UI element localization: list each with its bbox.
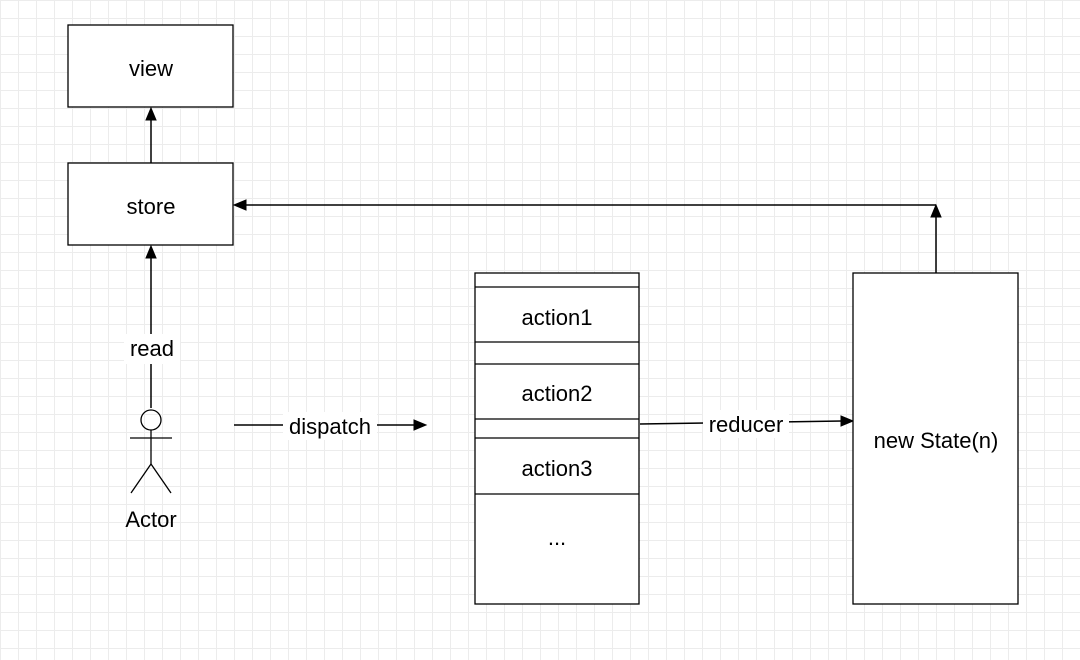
actor-node[interactable]: Actor [125, 409, 177, 532]
action-item-ellipsis: ... [548, 525, 566, 550]
store-box [67, 162, 234, 246]
read-edge-label: read [130, 336, 174, 361]
store-to-view-edge[interactable] [145, 106, 157, 163]
action-queue[interactable]: action1 action2 action3 ... [474, 272, 640, 605]
read-edge[interactable]: read [124, 244, 180, 408]
action-item: action1 [522, 305, 593, 330]
reducer-edge-label-bg [703, 410, 789, 438]
action-item: action3 [522, 456, 593, 481]
actor-left-leg [130, 463, 152, 494]
store-node[interactable]: store [67, 162, 234, 246]
view-box [67, 24, 234, 108]
new-state-label: new State(n) [874, 428, 999, 453]
new-state-node[interactable]: new State(n) [852, 272, 1019, 605]
reducer-edge-label: reducer [709, 412, 784, 437]
view-label: view [129, 56, 173, 81]
action-item: action2 [522, 381, 593, 406]
store-label: store [127, 194, 176, 219]
state-to-store-edge[interactable] [232, 199, 942, 273]
state-to-store-up-arrowhead [930, 203, 942, 218]
actor-label: Actor [125, 507, 176, 532]
actor-right-leg [150, 463, 172, 494]
read-edge-label-bg [124, 334, 180, 364]
actor-head [140, 409, 162, 431]
view-node[interactable]: view [67, 24, 234, 108]
dispatch-edge-arrowhead [413, 419, 428, 431]
store-to-view-arrowhead [145, 106, 157, 121]
dispatch-edge-label: dispatch [289, 414, 371, 439]
reducer-edge-arrowhead [840, 415, 855, 427]
dispatch-edge[interactable]: dispatch [234, 412, 428, 440]
dispatch-edge-label-bg [283, 412, 377, 440]
reducer-edge[interactable]: reducer [639, 410, 855, 438]
state-to-store-arrowhead [232, 199, 247, 211]
read-edge-arrowhead [145, 244, 157, 259]
